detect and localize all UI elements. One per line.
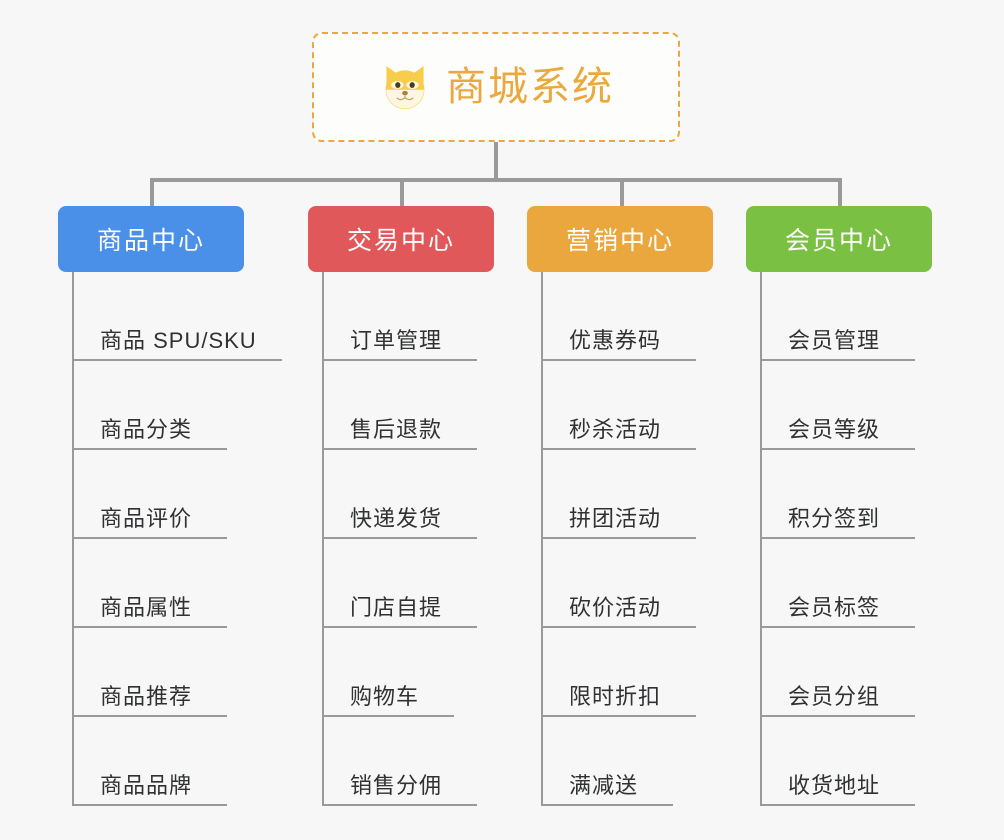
list-item[interactable]: 会员管理: [760, 272, 915, 361]
leaf-rule: [760, 715, 915, 717]
leaf-label: 购物车: [350, 684, 420, 709]
list-item[interactable]: 优惠券码: [541, 272, 696, 361]
leaf-list-member: 会员管理 会员等级 积分签到 会员标签 会员分组 收货地址: [760, 272, 915, 806]
connector-root-stem: [494, 142, 498, 180]
leaf-rule: [541, 448, 696, 450]
root-title: 商城系统: [446, 65, 614, 109]
connector-drop-3: [620, 178, 624, 208]
category-card-trade[interactable]: 交易中心: [308, 206, 494, 272]
category-card-product[interactable]: 商品中心: [58, 206, 244, 272]
leaf-rule: [322, 537, 477, 539]
leaf-label: 快递发货: [350, 506, 443, 531]
leaf-label: 商品评价: [100, 506, 193, 531]
leaf-rule: [760, 626, 915, 628]
category-label: 营销中心: [565, 227, 674, 255]
category-label: 会员中心: [784, 227, 893, 255]
leaf-rule: [72, 359, 282, 361]
category-card-marketing[interactable]: 营销中心: [527, 206, 713, 272]
leaf-label: 销售分佣: [350, 773, 443, 798]
leaf-label: 满减送: [569, 773, 639, 798]
leaf-rule: [541, 359, 696, 361]
list-item[interactable]: 商品 SPU/SKU: [72, 272, 282, 361]
shiba-dog-face-icon: [378, 61, 432, 115]
list-item[interactable]: 会员标签: [760, 539, 915, 628]
list-item[interactable]: 限时折扣: [541, 628, 696, 717]
leaf-rule: [72, 715, 227, 717]
leaf-rule: [541, 537, 696, 539]
list-item[interactable]: 会员分组: [760, 628, 915, 717]
leaf-list-trade: 订单管理 售后退款 快递发货 门店自提 购物车 销售分佣: [322, 272, 477, 806]
leaf-label: 积分签到: [788, 506, 881, 531]
list-item[interactable]: 砍价活动: [541, 539, 696, 628]
leaf-rule: [322, 626, 477, 628]
list-item[interactable]: 收货地址: [760, 717, 915, 806]
leaf-label: 限时折扣: [569, 684, 662, 709]
leaf-label: 秒杀活动: [569, 417, 662, 442]
leaf-rule: [322, 804, 477, 806]
list-item[interactable]: 商品分类: [72, 361, 257, 450]
connector-drop-2: [400, 178, 404, 208]
leaf-label: 优惠券码: [569, 328, 662, 353]
list-item[interactable]: 商品推荐: [72, 628, 257, 717]
leaf-label: 门店自提: [350, 595, 443, 620]
leaf-rule: [760, 804, 915, 806]
list-item[interactable]: 拼团活动: [541, 450, 696, 539]
leaf-label: 商品 SPU/SKU: [100, 328, 257, 353]
list-item[interactable]: 满减送: [541, 717, 673, 806]
list-item[interactable]: 秒杀活动: [541, 361, 696, 450]
leaf-label: 订单管理: [350, 328, 443, 353]
list-item[interactable]: 积分签到: [760, 450, 915, 539]
category-label: 商品中心: [96, 227, 205, 255]
leaf-rule: [541, 804, 673, 806]
list-item[interactable]: 商品品牌: [72, 717, 257, 806]
list-item[interactable]: 售后退款: [322, 361, 477, 450]
leaf-rule: [322, 715, 454, 717]
leaf-rule: [72, 448, 227, 450]
leaf-rule: [72, 626, 227, 628]
root-node[interactable]: 商城系统: [312, 32, 680, 142]
leaf-list-product: 商品 SPU/SKU 商品分类 商品评价 商品属性 商品推荐 商品品牌: [72, 272, 282, 806]
leaf-label: 售后退款: [350, 417, 443, 442]
list-item[interactable]: 销售分佣: [322, 717, 477, 806]
category-label: 交易中心: [346, 227, 455, 255]
connector-drop-4: [838, 178, 842, 208]
category-trunk: [322, 272, 324, 806]
category-trunk: [72, 272, 74, 806]
category-trunk: [760, 272, 762, 806]
connector-horizontal-bus: [150, 178, 842, 182]
list-item[interactable]: 商品评价: [72, 450, 257, 539]
leaf-label: 商品品牌: [100, 773, 193, 798]
category-card-member[interactable]: 会员中心: [746, 206, 932, 272]
leaf-list-marketing: 优惠券码 秒杀活动 拼团活动 砍价活动 限时折扣 满减送: [541, 272, 696, 806]
list-item[interactable]: 快递发货: [322, 450, 477, 539]
list-item[interactable]: 购物车: [322, 628, 454, 717]
leaf-rule: [760, 537, 915, 539]
list-item[interactable]: 门店自提: [322, 539, 477, 628]
leaf-rule: [322, 359, 477, 361]
list-item[interactable]: 订单管理: [322, 272, 477, 361]
leaf-rule: [72, 537, 227, 539]
leaf-label: 商品分类: [100, 417, 193, 442]
leaf-label: 商品推荐: [100, 684, 193, 709]
leaf-rule: [322, 448, 477, 450]
leaf-label: 砍价活动: [569, 595, 662, 620]
leaf-rule: [760, 359, 915, 361]
leaf-label: 会员等级: [788, 417, 881, 442]
leaf-label: 会员分组: [788, 684, 881, 709]
category-trunk: [541, 272, 543, 806]
leaf-label: 会员管理: [788, 328, 881, 353]
connector-drop-1: [150, 178, 154, 208]
list-item[interactable]: 会员等级: [760, 361, 915, 450]
leaf-label: 商品属性: [100, 595, 193, 620]
leaf-label: 会员标签: [788, 595, 881, 620]
leaf-rule: [72, 804, 227, 806]
leaf-rule: [541, 626, 696, 628]
list-item[interactable]: 商品属性: [72, 539, 257, 628]
leaf-label: 收货地址: [788, 773, 881, 798]
leaf-rule: [541, 715, 696, 717]
leaf-rule: [760, 448, 915, 450]
leaf-label: 拼团活动: [569, 506, 662, 531]
